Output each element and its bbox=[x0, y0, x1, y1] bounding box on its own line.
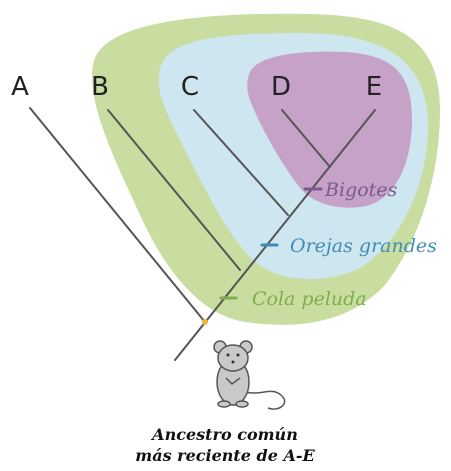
mouse-foot-left bbox=[217, 400, 231, 408]
clade-region-bigotes bbox=[247, 51, 412, 208]
ancestor-node bbox=[202, 319, 208, 325]
mouse-paws bbox=[225, 377, 241, 385]
branch-a bbox=[29, 107, 206, 323]
branch-c bbox=[193, 109, 289, 216]
mouse-eye-left bbox=[226, 353, 230, 357]
taxon-label-d: D bbox=[271, 72, 291, 102]
trait-label-cola-peluda: Cola peluda bbox=[252, 288, 367, 310]
mouse-head bbox=[217, 344, 249, 372]
caption-line-1: Ancestro común bbox=[150, 425, 298, 444]
trait-label-orejas-grandes: Orejas grandes bbox=[290, 235, 437, 257]
mouse-eye-right bbox=[236, 353, 240, 357]
mouse-illustration bbox=[213, 340, 286, 410]
branch-trunk bbox=[174, 109, 376, 361]
caption-line-2: más reciente de A-E bbox=[135, 446, 315, 465]
taxon-label-c: C bbox=[181, 72, 199, 102]
tree-branches bbox=[29, 107, 376, 361]
taxon-label-e: E bbox=[366, 72, 382, 102]
mouse-foot-right bbox=[235, 400, 249, 408]
mouse-tail bbox=[244, 390, 286, 410]
mouse-nose bbox=[231, 360, 235, 364]
branch-d bbox=[281, 109, 331, 168]
branch-b bbox=[107, 109, 241, 271]
taxon-label-a: A bbox=[11, 72, 29, 102]
taxon-label-b: B bbox=[91, 72, 109, 102]
trait-label-bigotes: Bigotes bbox=[324, 179, 398, 201]
